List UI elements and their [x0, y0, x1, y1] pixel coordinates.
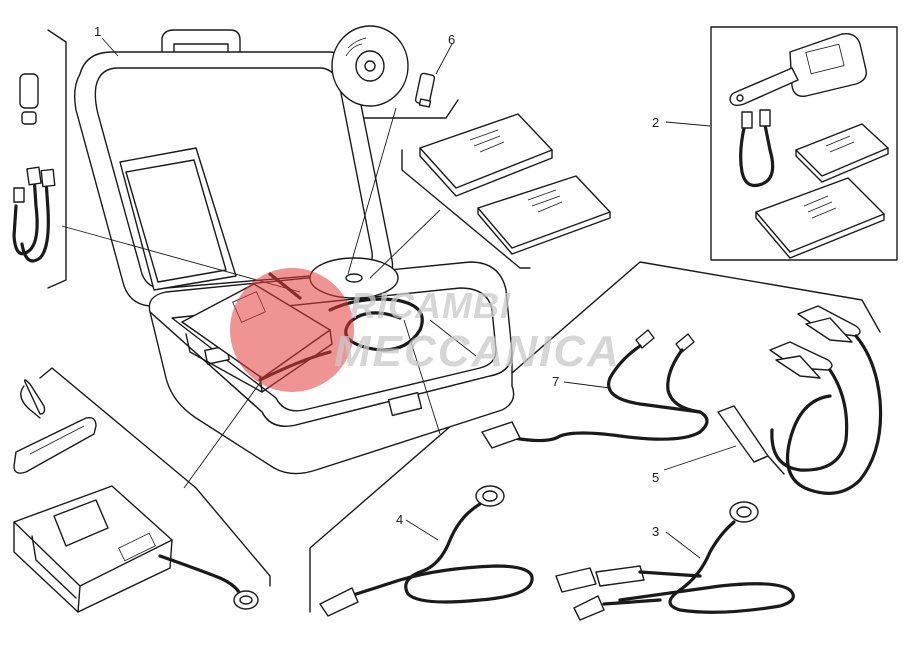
section-dividers: [39, 26, 898, 613]
kit-2-box: [710, 26, 898, 261]
usb-dongle: [414, 72, 436, 108]
watermark-circle: [230, 268, 354, 392]
callout-7: 7: [552, 374, 559, 389]
callout-2: 2: [652, 115, 659, 130]
callout-1: 1: [94, 24, 101, 39]
callout-5: 5: [652, 470, 659, 485]
memory-stick: [19, 73, 39, 125]
software-cd: [331, 25, 409, 107]
callout-4: 4: [396, 512, 403, 527]
battery-clamps-5: [717, 305, 883, 495]
watermark-logo: RICAMBI MECCANICA: [230, 268, 621, 392]
diagnostic-cable-4: [319, 485, 534, 617]
interface-module: [13, 379, 259, 613]
callout-6: 6: [448, 32, 455, 47]
carrying-case: [73, 29, 515, 475]
usb-cable: [12, 166, 56, 263]
callout-3: 3: [652, 524, 659, 539]
harness-cable-3: [555, 501, 795, 621]
adapter-cable-7: [481, 329, 709, 449]
manuals: [419, 113, 611, 255]
watermark-line2: MECCANICA: [334, 327, 621, 376]
callout-labels: 1 2 3 4 5 6 7: [94, 24, 659, 539]
watermark-line1: RICAMBI: [350, 285, 511, 326]
kit-2: [729, 33, 889, 259]
